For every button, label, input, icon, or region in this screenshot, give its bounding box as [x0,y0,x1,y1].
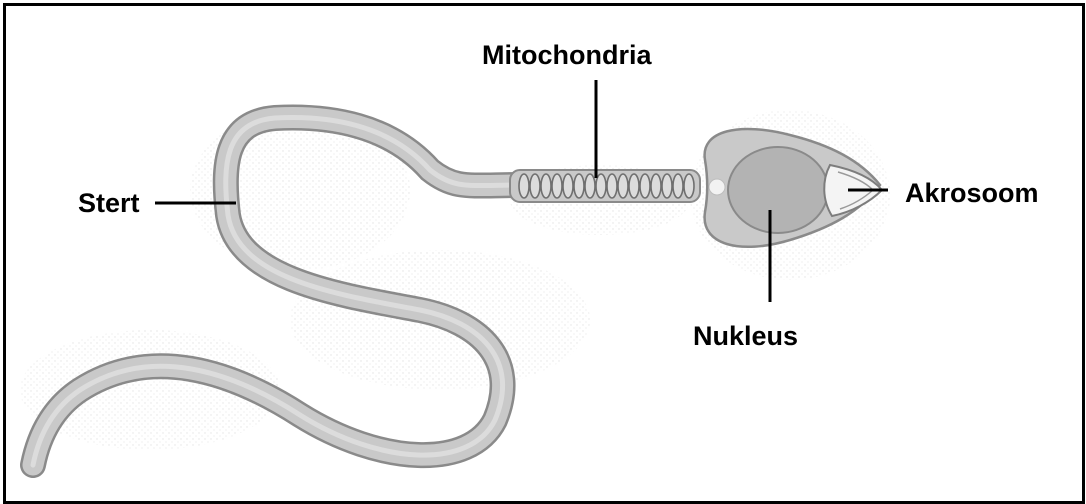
midpiece-shape [510,170,700,202]
tail-label: Stert [78,190,140,217]
acrosome-label: Akrosoom [905,180,1039,207]
nucleus-label: Nukleus [693,323,798,350]
nucleus-shape [728,147,828,233]
centriole-dot [709,179,725,195]
mitochondria-label: Mitochondria [482,42,652,69]
